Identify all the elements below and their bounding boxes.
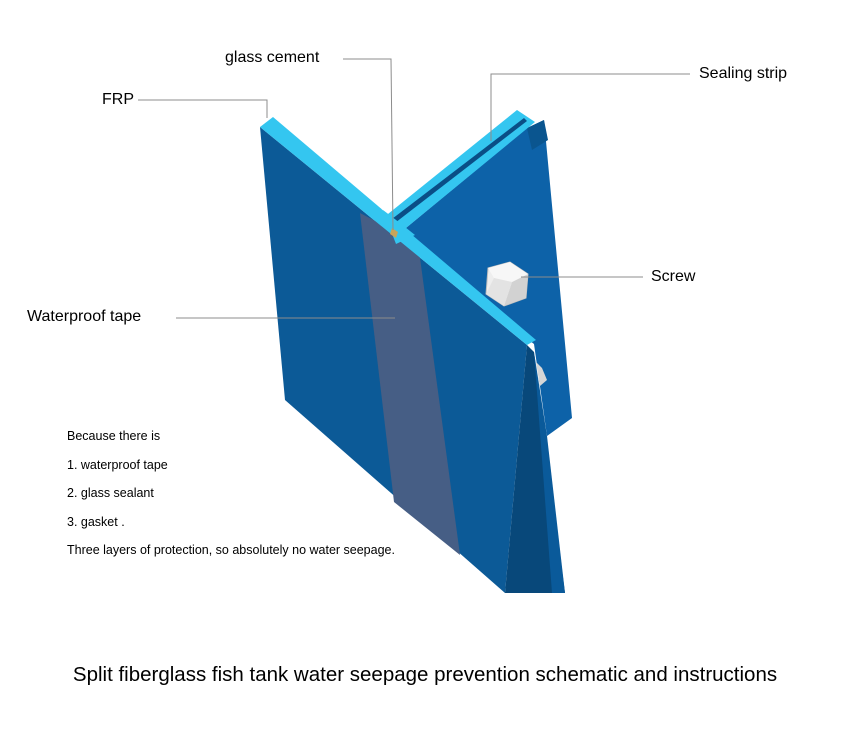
notes-intro: Because there is — [67, 429, 161, 443]
leader-lines — [138, 58, 690, 319]
leader-sealing-strip — [490, 73, 690, 141]
protection-notes: Because there is 1. waterproof tape 2. g… — [67, 422, 395, 565]
bracket-edge — [536, 362, 547, 386]
notes-item-2: 2. glass sealant — [67, 486, 154, 500]
label-glass-cement: glass cement — [225, 49, 320, 66]
label-waterproof-tape: Waterproof tape — [27, 308, 142, 325]
diagram-caption: Split fiberglass fish tank water seepage… — [72, 663, 778, 686]
right-panel-face — [395, 120, 572, 436]
screw-icon — [485, 261, 529, 307]
leader-frp — [138, 99, 268, 118]
label-frp: FRP — [102, 91, 134, 108]
front-panel-side-inner — [534, 352, 565, 593]
label-screw: Screw — [651, 268, 696, 285]
sealing-strip-groove — [388, 118, 527, 226]
front-panel-top-edge-join — [383, 210, 415, 244]
notes-item-1: 1. waterproof tape — [67, 457, 168, 472]
glass-cement-bead — [390, 228, 398, 238]
label-sealing-strip: Sealing strip — [699, 65, 788, 82]
notes-conclusion: Three layers of protection, so absolutel… — [67, 543, 395, 557]
notes-item-3: 3. gasket . — [67, 514, 125, 529]
right-panel-side — [527, 120, 548, 150]
waterproof-tape-strip — [360, 213, 460, 555]
leader-glass-cement — [343, 58, 394, 231]
